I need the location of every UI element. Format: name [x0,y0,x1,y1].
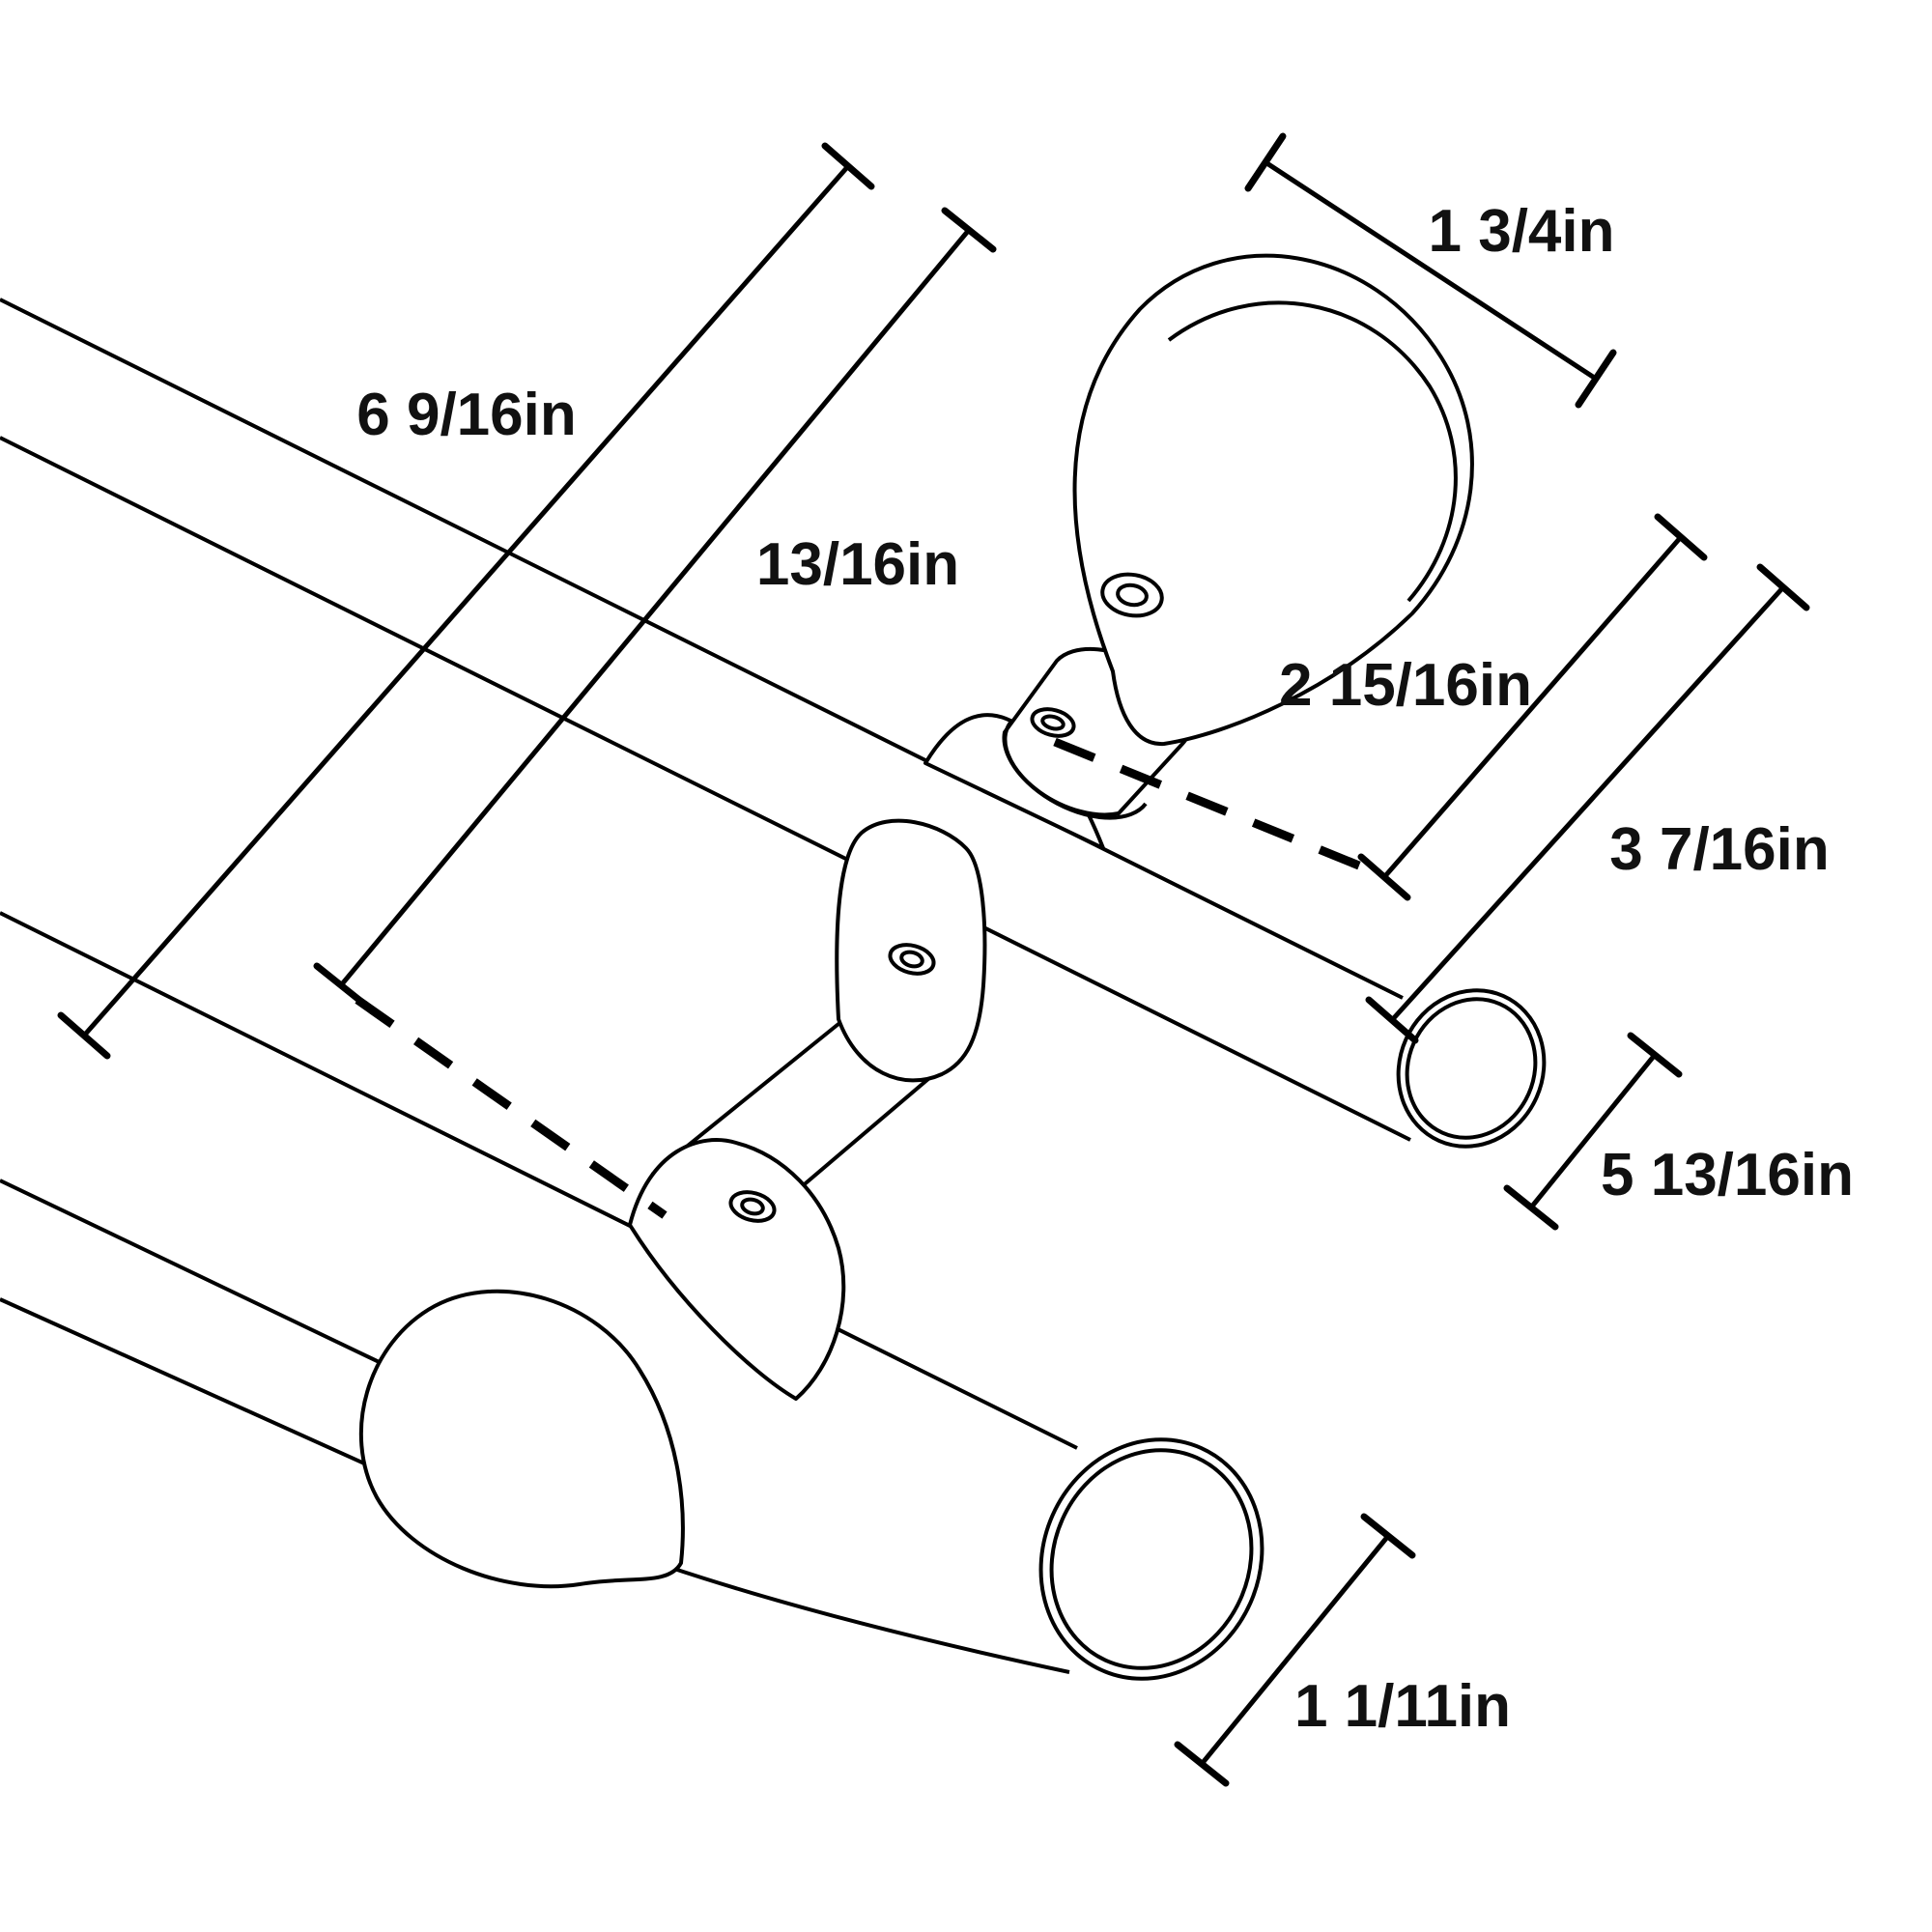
dim-label-tube-diameter: 1 1/11in [1294,1673,1511,1740]
screw-hole-inner [740,1197,765,1216]
dim-label-rod-offset: 13/16in [756,531,959,598]
rods [0,298,1411,1674]
upper-rod-top-edge [0,298,1404,1000]
dim-label-rod-end: 5 13/16in [1601,1142,1854,1208]
dim-label-rod-upper: 6 9/16in [356,382,576,448]
lower-rod-bottom-edge [0,1297,383,1473]
middle-rod-bottom-edge [668,1565,1070,1674]
finial-collar-rim [1003,721,1148,820]
lower-rod-top-edge [0,1179,416,1381]
hidden-dimension-lines [355,737,1378,1219]
screw-hole-inner [1040,714,1065,731]
dim-line-rod-offset [339,228,971,987]
screw-hole-inner [899,950,924,969]
parts [358,253,1547,1681]
finial-bulb [1072,253,1474,747]
dim-line-tube-diameter [1200,1534,1390,1766]
dim-line-rod-upper [82,164,850,1037]
end-cap-finial [358,1289,685,1589]
dimension-labels: 6 9/16in 13/16in 1 3/4in 2 15/16in 3 7/1… [356,198,1854,1740]
tube-opening-outer [1396,988,1547,1149]
upper-rod-bottom-edge [0,436,1411,1142]
dimension-lines [82,159,1785,1766]
middle-rod-tube-opening [1038,1437,1264,1681]
dashed-line-left [355,996,668,1219]
screw-hole-inner [1116,582,1149,608]
tube-opening-outer [1038,1437,1264,1681]
finial-bulb-inner-line [1167,300,1458,603]
dim-label-finial-body: 2 15/16in [1279,652,1532,719]
dimension-ticks [57,132,1810,1787]
connector-lower-bracket [628,1138,846,1401]
tube-opening-inner [1049,1448,1254,1670]
middle-rod-top-edge [0,911,1078,1450]
dim-line-rod-end [1529,1053,1657,1209]
upper-rod-tube-opening [1396,988,1547,1149]
dim-line-finial-body [1382,535,1683,879]
dim-line-finial-top [1264,159,1598,382]
dashed-line-right [1053,737,1378,877]
dim-label-finial-top: 1 3/4in [1429,198,1615,265]
dim-label-finial-length: 3 7/16in [1609,816,1829,883]
dim-line-finial-length [1390,585,1785,1022]
